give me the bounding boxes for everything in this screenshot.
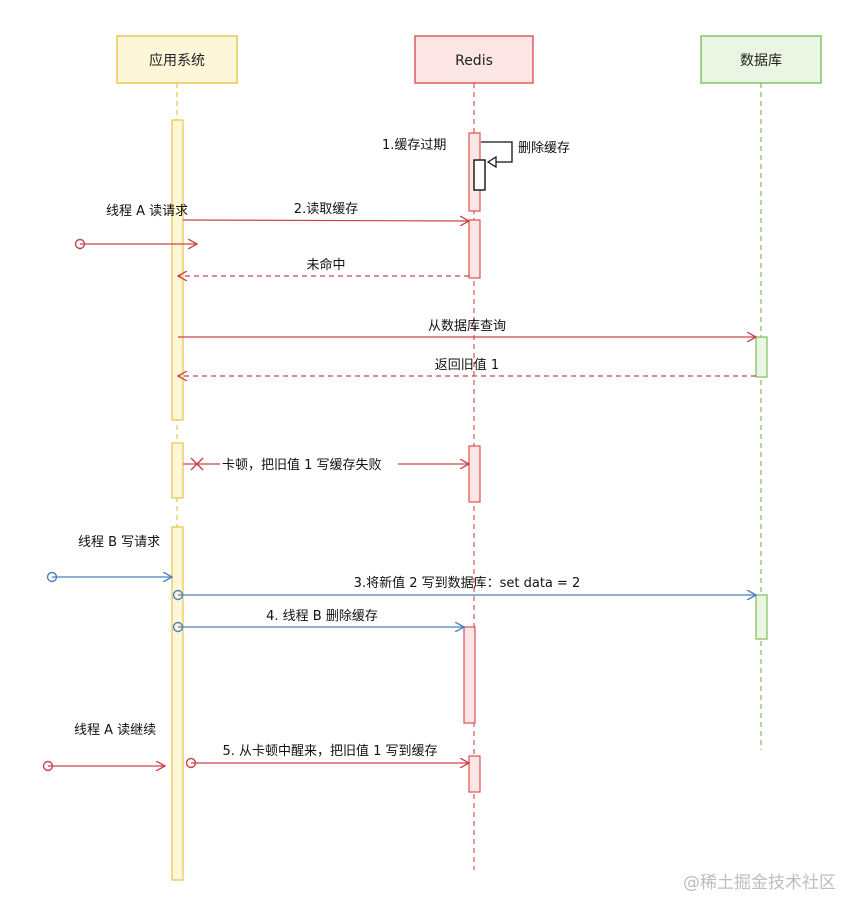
label-query-db: 从数据库查询: [428, 318, 506, 334]
stall-label-bg: [220, 454, 398, 474]
participant-db-label: 数据库: [740, 53, 782, 69]
participant-redis-label: Redis: [455, 53, 493, 69]
fail-cross-icon: [190, 457, 204, 471]
note-cache-expired: 1.缓存过期: [382, 138, 446, 153]
activation-db-1: [755, 336, 768, 378]
activation-app-2: [171, 442, 184, 499]
activation-db-2: [755, 594, 768, 640]
participant-app-label: 应用系统: [149, 52, 205, 69]
note-thread-a-continue: 线程 A 读继续: [74, 723, 156, 738]
note-thread-b-write: 线程 B 写请求: [78, 535, 160, 550]
note-thread-a-read: 线程 A 读请求: [106, 204, 188, 219]
participant-app: 应用系统: [116, 35, 238, 84]
label-wake-write: 5. 从卡顿中醒来，把旧值 1 写到缓存: [222, 743, 437, 759]
activation-redis-5: [468, 755, 481, 793]
activation-redis-3: [468, 445, 481, 503]
activation-app-3: [171, 526, 184, 881]
label-delete-cache: 4. 线程 B 删除缓存: [266, 609, 378, 624]
note-delete-cache: 删除缓存: [518, 141, 570, 156]
label-stall-fail: 卡顿，把旧值 1 写缓存失败: [222, 457, 382, 473]
self-message-delete-cache: [481, 141, 513, 163]
label-read-cache: 2.读取缓存: [294, 202, 358, 217]
activation-redis-2: [468, 219, 481, 279]
self-message-arrowhead: [486, 155, 497, 169]
participant-db: 数据库: [700, 35, 822, 84]
label-return-old: 返回旧值 1: [435, 357, 499, 373]
activation-app-1: [171, 119, 184, 421]
watermark: @稀土掘金技术社区: [683, 873, 836, 893]
label-cache-miss: 未命中: [306, 257, 345, 273]
label-write-db: 3.将新值 2 写到数据库：set data = 2: [354, 575, 581, 591]
arrow-read-cache: [182, 220, 469, 221]
activation-redis-4: [463, 626, 476, 724]
self-activation-redis: [473, 159, 486, 191]
participant-redis: Redis: [414, 35, 534, 84]
